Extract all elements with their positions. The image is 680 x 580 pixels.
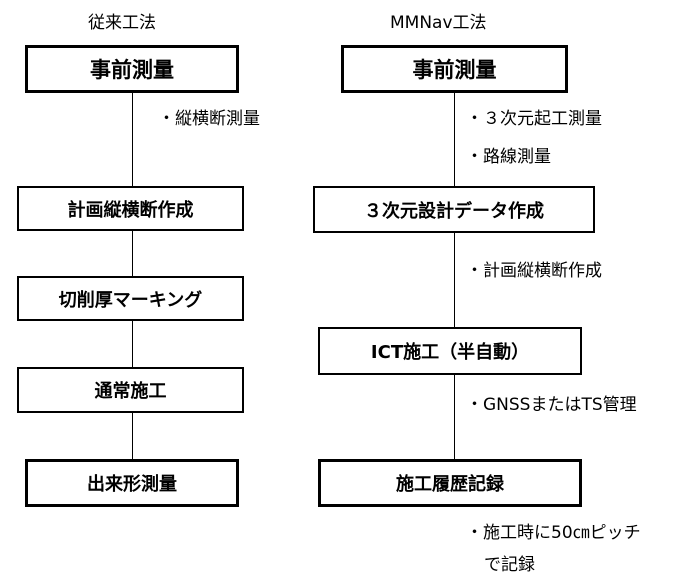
mmnav-note: ・路線測量 — [466, 147, 551, 167]
conventional-step-finished-survey: 出来形測量 — [25, 459, 239, 507]
connector-line — [132, 320, 133, 368]
conventional-step-cutting-marking: 切削厚マーキング — [17, 276, 244, 321]
mmnav-note: ・３次元起工測量 — [466, 109, 602, 129]
conventional-note: ・縦横断測量 — [158, 109, 260, 129]
mmnav-note: ・計画縦横断作成 — [466, 261, 602, 281]
mmnav-step-ict-construction: ICT施工（半自動） — [318, 327, 582, 375]
connector-line — [454, 232, 455, 328]
conventional-method-title: 従来工法 — [88, 13, 156, 33]
mmnav-step-3d-design-data: ３次元設計データ作成 — [313, 186, 595, 233]
conventional-step-normal-construction: 通常施工 — [17, 367, 244, 413]
mmnav-step-construction-history: 施工履歴記録 — [318, 459, 582, 507]
mmnav-note: ・施工時に50㎝ピッチ — [466, 523, 641, 543]
mmnav-note: で記録 — [484, 555, 535, 575]
conventional-step-plan-cross-section: 計画縦横断作成 — [17, 186, 244, 231]
mmnav-step-pre-survey: 事前測量 — [341, 45, 568, 93]
mmnav-note: ・GNSSまたはTS管理 — [466, 395, 637, 415]
connector-line — [454, 374, 455, 460]
connector-line — [132, 230, 133, 277]
connector-line — [454, 92, 455, 186]
connector-line — [132, 412, 133, 460]
mmnav-method-title: MMNav工法 — [390, 13, 487, 33]
conventional-step-pre-survey: 事前測量 — [25, 45, 239, 93]
connector-line — [132, 92, 133, 186]
